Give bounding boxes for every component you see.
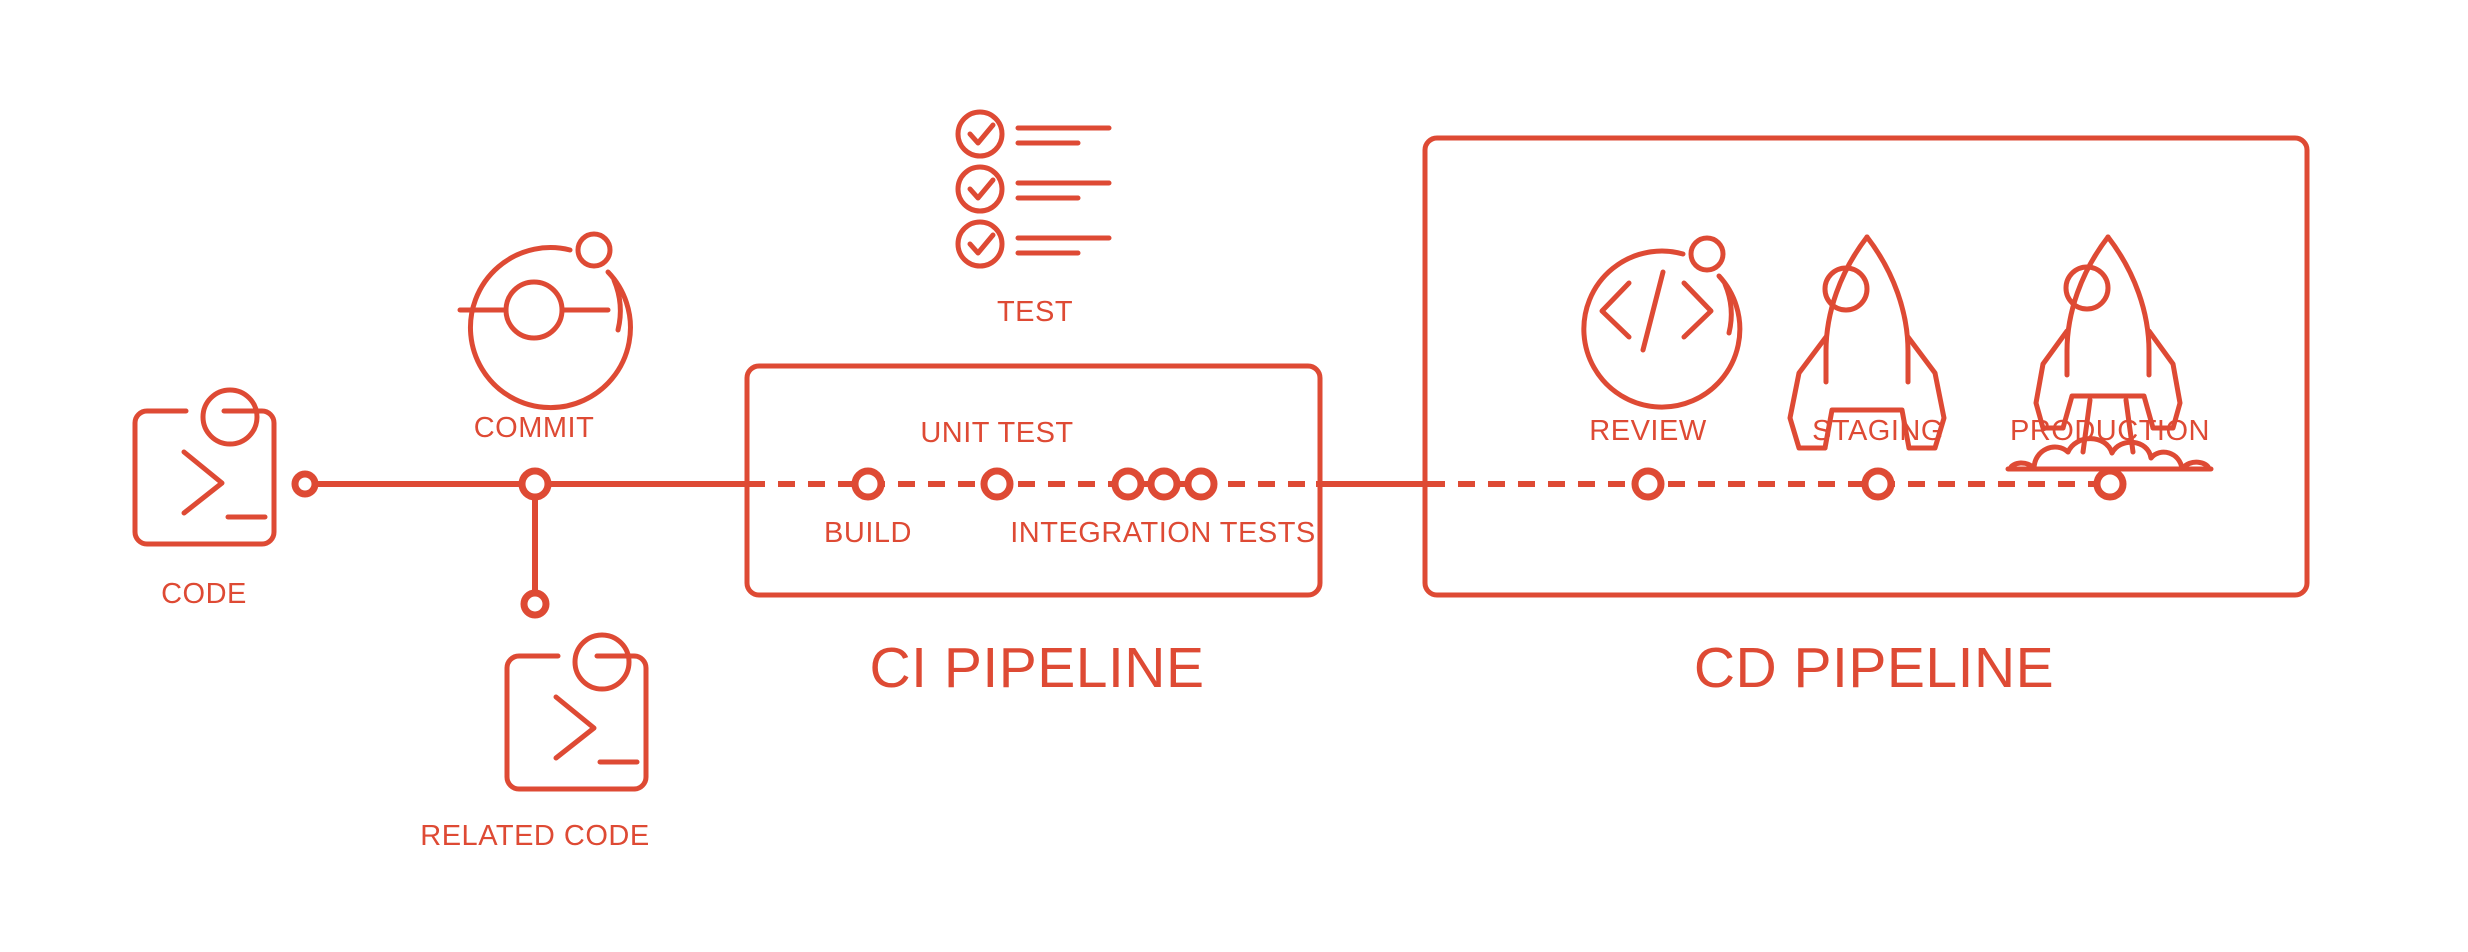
timeline-node-staging[interactable] [1861,467,1895,501]
integration-tests-label: INTEGRATION TESTS [1010,517,1316,549]
ci-pipeline-title: CI PIPELINE [869,636,1205,700]
production-label: PRODUCTION [2010,415,2210,447]
test-checklist-icon [955,109,1112,269]
timeline-node-integration-1[interactable] [1111,467,1145,501]
related-code-icon [504,632,649,792]
timeline-node-start[interactable] [291,470,319,498]
test-label: TEST [996,296,1074,328]
staging-rocket-icon [1787,234,1947,451]
code-label: CODE [161,578,247,610]
related-code-label: RELATED CODE [420,820,650,852]
production-rocket-icon [2005,234,2214,472]
timeline-node-production[interactable] [2093,467,2127,501]
ci-pipeline-box [744,363,1323,598]
build-label: BUILD [824,517,912,549]
timeline-node-review[interactable] [1631,467,1665,501]
review-label: REVIEW [1589,415,1707,447]
timeline-node-unit-test[interactable] [980,467,1014,501]
timeline-node-commit[interactable] [518,467,552,501]
review-icon [1581,235,1743,410]
timeline-node-integration-3[interactable] [1184,467,1218,501]
commit-icon [457,231,633,411]
timeline-node-related-code[interactable] [520,589,550,619]
commit-label: COMMIT [473,412,595,444]
timeline-node-integration-2[interactable] [1147,467,1181,501]
timeline-node-build[interactable] [851,467,885,501]
unit-test-label: UNIT TEST [920,417,1074,449]
staging-label: STAGING [1812,415,1944,447]
code-icon [132,387,277,547]
cd-pipeline-box [1422,135,2310,598]
cd-pipeline-title: CD PIPELINE [1693,636,2055,700]
